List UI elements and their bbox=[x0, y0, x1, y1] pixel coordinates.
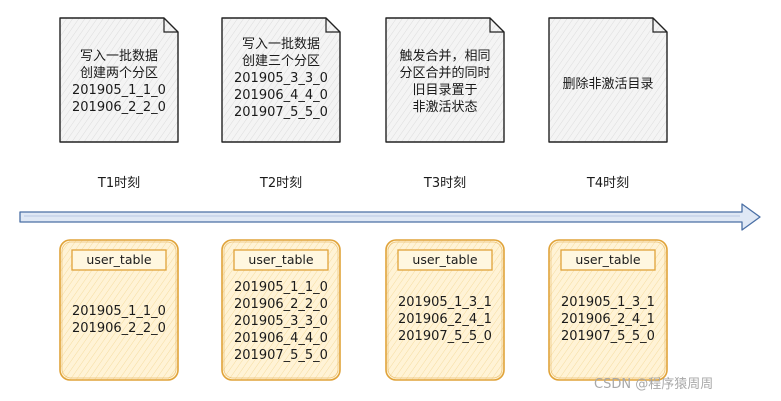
table-name-label bbox=[560, 249, 656, 271]
partition-entry: 201905_1_1_0 bbox=[234, 280, 328, 295]
partition-entry: 201906_4_4_0 bbox=[234, 331, 328, 346]
step-note-2 bbox=[221, 17, 341, 143]
table-name: user_table bbox=[412, 252, 478, 267]
note-line: 201907_5_5_0 bbox=[234, 105, 328, 120]
step-note-3 bbox=[385, 17, 505, 143]
note-line: 写入一批数据 bbox=[241, 37, 320, 52]
partition-entry: 201907_5_5_0 bbox=[398, 329, 492, 344]
note-line: 创建两个分区 bbox=[79, 66, 158, 81]
note-line: 旧目录置于 bbox=[412, 83, 478, 98]
step-note-1 bbox=[59, 17, 179, 143]
note-line: 201905_3_3_0 bbox=[234, 71, 328, 86]
watermark-text: CSDN @程序猿周周 bbox=[594, 377, 714, 392]
partition-entry: 201905_1_1_0 bbox=[72, 304, 166, 319]
table-name-label bbox=[71, 249, 167, 271]
table-box-4 bbox=[548, 239, 668, 381]
table-name-label bbox=[233, 249, 329, 271]
partition-entry: 201907_5_5_0 bbox=[561, 329, 655, 344]
note-line: 201906_4_4_0 bbox=[234, 88, 328, 103]
partition-entry: 201906_2_2_0 bbox=[72, 321, 166, 336]
note-line: 201906_2_2_0 bbox=[72, 100, 166, 115]
time-label: T3时刻 bbox=[423, 176, 467, 191]
partition-entry: 201906_2_4_1 bbox=[398, 312, 492, 327]
table-name-label bbox=[397, 249, 493, 271]
table-box-2 bbox=[221, 239, 341, 381]
table-name: user_table bbox=[248, 252, 314, 267]
partition-entry: 201907_5_5_0 bbox=[234, 348, 328, 363]
note-line: 创建三个分区 bbox=[241, 54, 320, 69]
note-line: 删除非激活目录 bbox=[562, 77, 654, 92]
table-box-3 bbox=[385, 239, 505, 381]
table-name: user_table bbox=[575, 252, 641, 267]
time-label: T1时刻 bbox=[97, 176, 141, 191]
partition-entry: 201905_1_3_1 bbox=[561, 295, 655, 310]
step-note-4 bbox=[548, 17, 668, 143]
partition-entry: 201906_2_2_0 bbox=[234, 297, 328, 312]
note-line: 写入一批数据 bbox=[79, 49, 158, 64]
table-name: user_table bbox=[86, 252, 152, 267]
note-line: 分区合并的同时 bbox=[399, 66, 491, 81]
time-label: T4时刻 bbox=[586, 176, 630, 191]
note-line: 非激活状态 bbox=[412, 100, 478, 115]
partition-entry: 201906_2_4_1 bbox=[561, 312, 655, 327]
note-line: 201905_1_1_0 bbox=[72, 83, 166, 98]
partition-entry: 201905_3_3_0 bbox=[234, 314, 328, 329]
time-label: T2时刻 bbox=[259, 176, 303, 191]
note-line: 触发合并，相同 bbox=[399, 49, 491, 64]
partition-entry: 201905_1_3_1 bbox=[398, 295, 492, 310]
table-box-1 bbox=[59, 239, 179, 381]
timeline-arrow bbox=[19, 203, 761, 231]
